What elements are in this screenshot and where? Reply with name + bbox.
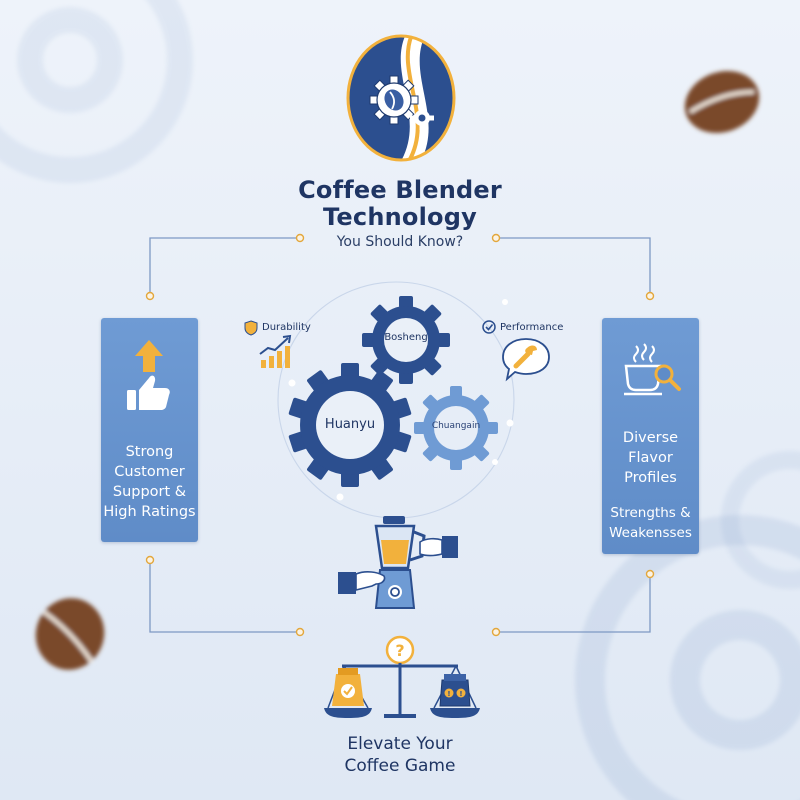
thumbs-up-arrow-icon <box>127 340 170 410</box>
footer-line-2: Coffee Game <box>344 756 456 776</box>
background-gear-icon <box>0 0 193 183</box>
gear-label-chuangain: Chuangain <box>431 421 481 431</box>
svg-text:!: ! <box>447 690 450 698</box>
footer-line-1: Elevate Your <box>347 734 453 754</box>
svg-text:!: ! <box>459 690 462 698</box>
svg-text:?: ? <box>395 641 404 660</box>
coffee-cup-magnifier-icon <box>624 343 681 396</box>
card-right-line-5: Weakensses <box>609 525 692 541</box>
balance-scale-icon: ? ! ! <box>324 635 480 718</box>
flavor-profiles-card: Diverse Flavor Profiles Strengths & Weak… <box>602 318 699 554</box>
card-right-line-2: Flavor <box>628 450 673 466</box>
check-circle-icon <box>482 320 496 334</box>
card-left-line-3: Support & <box>112 484 187 500</box>
wrench-speech-bubble-icon <box>502 338 550 382</box>
gear-label-huanyu: Huanyu <box>324 417 376 432</box>
card-right-line-4: Strengths & <box>610 505 691 521</box>
gear-chuangain-icon <box>414 386 498 470</box>
coffee-bean-gear-logo-icon <box>346 34 456 162</box>
coffee-bean-icon <box>684 70 760 134</box>
page-subtitle: You Should Know? <box>336 234 464 250</box>
page-title-line-2: Technology <box>323 203 477 231</box>
gears-cluster <box>288 296 498 487</box>
gear-huanyu-icon <box>288 363 412 487</box>
performance-label: Performance <box>500 322 564 333</box>
page-title-line-1: Coffee Blender <box>298 176 502 204</box>
background-gear-icon <box>721 451 800 589</box>
durability-label: Durability <box>262 322 311 333</box>
gear-label-bosheng: Bosheng <box>384 332 428 343</box>
coffee-bean-icon <box>35 598 105 670</box>
card-left-line-1: Strong <box>125 444 174 460</box>
blender-icon <box>338 516 458 609</box>
card-left-line-4: High Ratings <box>103 504 196 520</box>
customer-support-card: Strong Customer Support & High Ratings <box>101 318 198 542</box>
card-right-line-3: Profiles <box>624 470 677 486</box>
bar-chart-growth-icon <box>259 334 292 368</box>
gear-bosheng-icon <box>362 296 450 384</box>
card-right-line-1: Diverse <box>622 430 679 446</box>
background-gear-icon <box>575 515 800 800</box>
card-left-line-2: Customer <box>114 464 185 480</box>
shield-icon <box>244 320 258 336</box>
